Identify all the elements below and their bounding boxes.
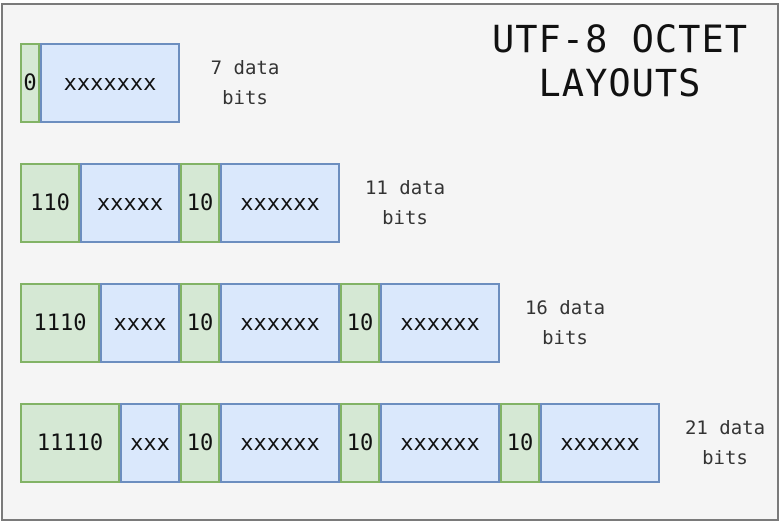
data-bits-cell: xxxxx [80,163,180,243]
prefix-bits-cell: 0 [20,43,40,123]
note-line-1: 21 data [684,417,766,439]
data-bits-cell: xxxxxx [380,283,500,363]
prefix-bits-cell: 10 [500,403,540,483]
note-line-2: bits [702,447,748,469]
data-bits-cell: xxxxxx [540,403,660,483]
data-bits-note: 21 data bits [670,413,780,473]
note-line-2: bits [222,87,268,109]
data-bits-cell: xxxxxx [380,403,500,483]
diagram-title: UTF-8 OCTET LAYOUTS [470,18,770,106]
data-bits-cell: xxxxxx [220,163,340,243]
title-line-2: LAYOUTS [538,62,702,105]
data-bits-note: 7 data bits [190,53,300,113]
data-bits-note: 11 data bits [350,173,460,233]
prefix-bits-cell: 10 [180,403,220,483]
prefix-bits-cell: 10 [340,403,380,483]
note-line-1: 16 data [524,297,606,319]
prefix-bits-cell: 10 [340,283,380,363]
data-bits-note: 16 data bits [510,293,620,353]
note-line-2: bits [382,207,428,229]
data-bits-cell: xxxxxxx [40,43,180,123]
note-line-1: 11 data [364,177,446,199]
prefix-bits-cell: 10 [180,283,220,363]
data-bits-cell: xxxx [100,283,180,363]
title-line-1: UTF-8 OCTET [491,18,749,61]
prefix-bits-cell: 110 [20,163,80,243]
prefix-bits-cell: 1110 [20,283,100,363]
data-bits-cell: xxxxxx [220,283,340,363]
note-line-1: 7 data [210,57,280,79]
data-bits-cell: xxxxxx [220,403,340,483]
note-line-2: bits [542,327,588,349]
data-bits-cell: xxx [120,403,180,483]
prefix-bits-cell: 10 [180,163,220,243]
prefix-bits-cell: 11110 [20,403,120,483]
